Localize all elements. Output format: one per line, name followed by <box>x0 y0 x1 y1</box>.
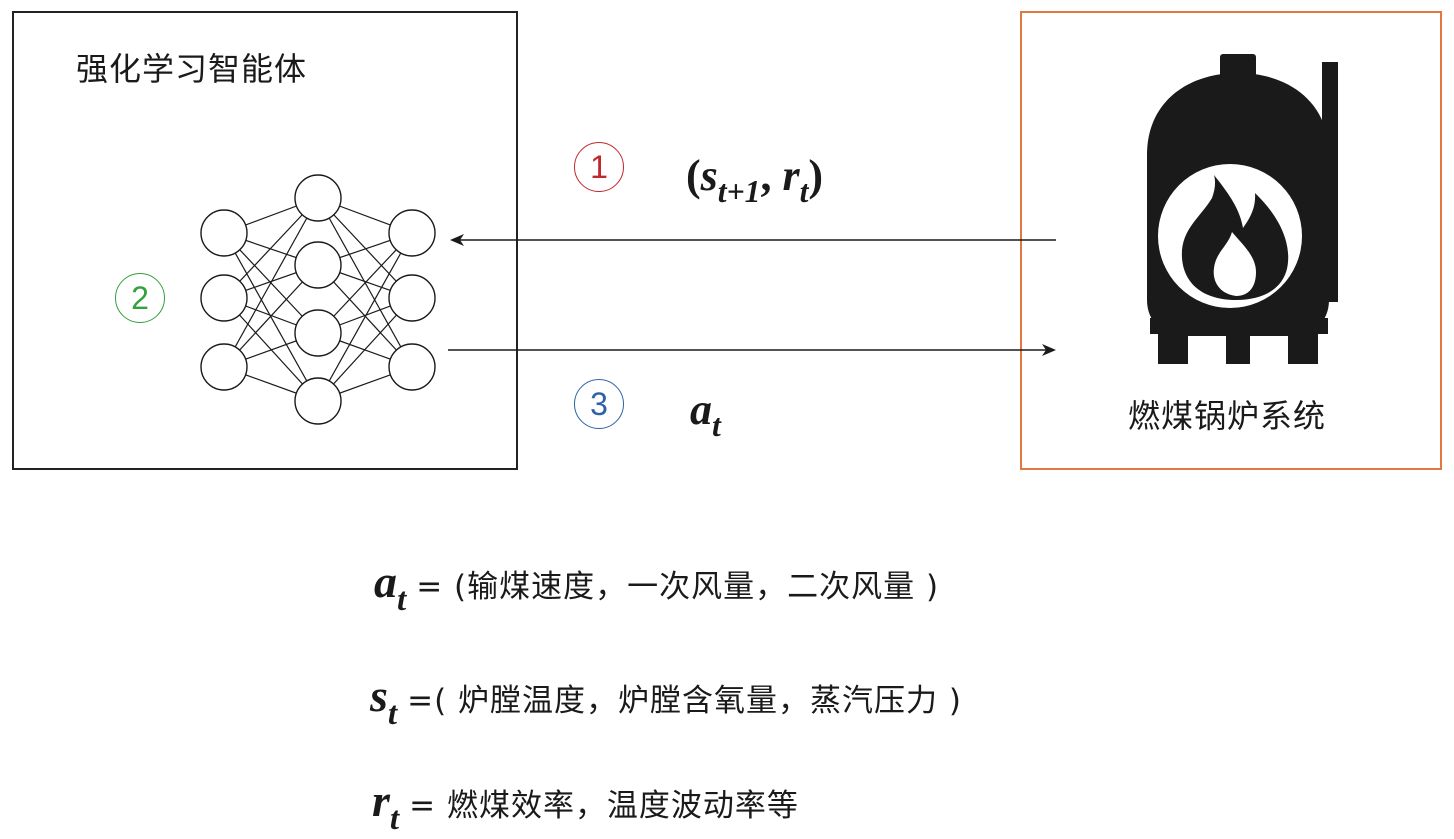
observation-reward-label: (st+1, rt) <box>686 150 824 209</box>
environment-title: 燃煤锅炉系统 <box>1128 397 1327 435</box>
nn-edge <box>317 232 413 402</box>
nn-node <box>200 343 248 391</box>
nn-node <box>200 274 248 322</box>
obs-open-paren: ( <box>686 151 701 200</box>
reward-def-var: r <box>372 775 390 826</box>
action-def-sub: t <box>397 580 407 618</box>
nn-edge <box>223 232 319 402</box>
reward-definition: rt = 燃煤效率，温度波动率等 <box>372 774 799 837</box>
neural-network-icon <box>200 174 436 425</box>
state-def-symbol: st <box>370 669 397 732</box>
state-definition: st =( 炉膛温度，炉膛含氧量，蒸汽压力 ) <box>370 669 962 732</box>
obs-comma: , <box>760 151 772 200</box>
action-label: at <box>690 384 721 443</box>
state-def-sub: t <box>387 694 398 732</box>
reward-def-sub: t <box>389 799 400 837</box>
step-1-badge: 1 <box>574 142 624 192</box>
action-sub: t <box>712 408 721 444</box>
state-def-var: s <box>370 670 388 721</box>
nn-node <box>388 274 436 322</box>
reward-def-text: = 燃煤效率，温度波动率等 <box>409 788 799 824</box>
obs-state-var: s <box>700 151 718 200</box>
obs-reward-var: r <box>782 151 800 200</box>
action-def-text: = (输煤速度，一次风量，二次风量 ) <box>416 569 940 605</box>
boiler-flame-icon <box>1147 54 1338 364</box>
nn-node <box>294 309 342 357</box>
action-definition: at = (输煤速度，一次风量，二次风量 ) <box>374 555 940 618</box>
state-def-text: =( 炉膛温度，炉膛含氧量，蒸汽压力 ) <box>407 683 962 719</box>
nn-node <box>388 209 436 257</box>
nn-node <box>200 209 248 257</box>
obs-state-sub: t+1 <box>717 174 761 210</box>
nn-node <box>294 174 342 222</box>
action-def-symbol: at <box>374 555 406 618</box>
action-var: a <box>690 385 712 434</box>
step-3-badge: 3 <box>574 379 624 429</box>
obs-close-paren: ) <box>808 151 824 200</box>
agent-title: 强化学习智能体 <box>76 50 308 88</box>
obs-reward-sub: t <box>799 174 809 210</box>
nn-node <box>294 377 342 425</box>
nn-edge <box>223 197 319 368</box>
step-2-badge: 2 <box>115 273 165 323</box>
nn-node <box>388 343 436 391</box>
reward-def-symbol: rt <box>372 774 399 837</box>
action-def-var: a <box>374 556 397 607</box>
nn-node <box>294 241 342 289</box>
